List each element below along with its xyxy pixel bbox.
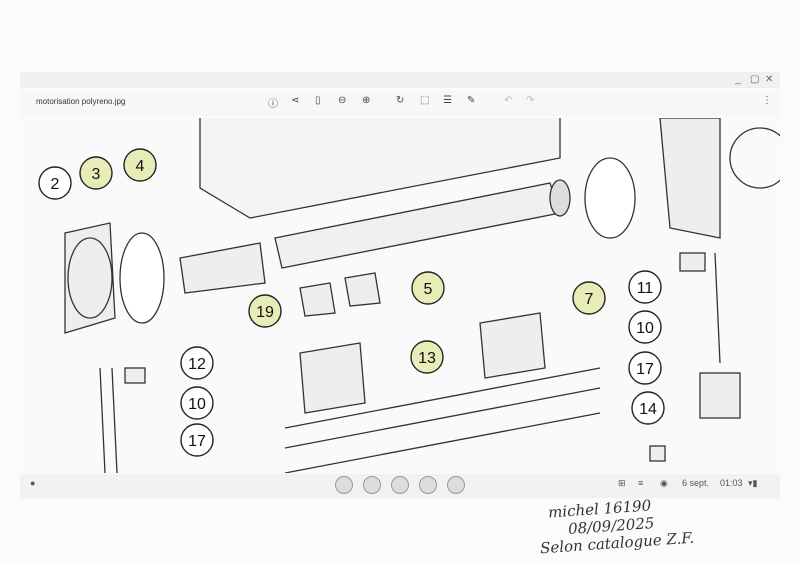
callout-circle [628, 270, 662, 304]
share-icon[interactable]: ⋖ [291, 95, 300, 106]
callout-13: 13 [410, 340, 444, 374]
callout-label: 19 [256, 304, 274, 321]
callout-circle [572, 281, 606, 315]
callout-circle [180, 346, 214, 380]
info-icon[interactable]: ⓘ [268, 99, 278, 110]
undo-icon[interactable]: ↶ [504, 95, 513, 106]
callout-circle [38, 166, 72, 200]
callout-label: 7 [585, 291, 594, 308]
callout-circle [631, 391, 665, 425]
gallery-app-icon[interactable] [447, 476, 465, 494]
callout-label: 17 [188, 433, 206, 450]
rotate-icon[interactable]: ↻ [396, 95, 405, 106]
shelf-date[interactable]: 6 sept. [682, 478, 710, 488]
launcher-button[interactable]: ● [30, 478, 36, 488]
callout-14: 14 [631, 391, 665, 425]
roller-box [199, 118, 561, 219]
handwritten-source: Selon catalogue Z.F. [539, 528, 695, 558]
right-bracket [659, 118, 721, 239]
callout-label: 14 [639, 401, 657, 418]
plate-3 [119, 232, 165, 324]
callout-label: 2 [51, 176, 60, 193]
callout-5: 5 [411, 271, 445, 305]
shelf-time[interactable]: 01:03 [720, 478, 743, 488]
left-bracket [64, 222, 116, 334]
callout-label: 13 [418, 350, 436, 367]
clip-13b [479, 312, 546, 379]
annotate-icon[interactable]: ✎ [467, 95, 476, 106]
callout-label: 11 [637, 280, 654, 297]
youtube-app-icon[interactable] [419, 476, 437, 494]
parts-diagram: 234567897111017141210171319 [38, 118, 780, 473]
callout-circle [628, 351, 662, 385]
callout-7: 7 [572, 281, 606, 315]
viewer-titlebar: motorisation polyreno.jpg ⓘ ⋖ ▯ ⊖ ⊕ ↻ ⬚ … [20, 90, 780, 116]
adjust-icon[interactable]: ☰ [443, 95, 452, 106]
play-store-icon[interactable] [363, 476, 381, 494]
crop-icon[interactable]: ⬚ [420, 95, 430, 106]
adapter-19 [299, 282, 336, 317]
redo-icon[interactable]: ↷ [526, 95, 535, 106]
close-button[interactable]: ✕ [765, 74, 774, 85]
callout-circle [628, 310, 662, 344]
callout-12: 12 [180, 346, 214, 380]
minimize-button[interactable]: _ [735, 74, 741, 85]
callout-circle [180, 423, 214, 457]
file-name: motorisation polyreno.jpg [36, 97, 126, 106]
callout-19: 19 [248, 294, 282, 328]
callout-circle [248, 294, 282, 328]
callout-10: 10 [628, 310, 662, 344]
top-strip [20, 72, 780, 88]
chrome-app-icon[interactable] [335, 476, 353, 494]
callout-label: 5 [424, 281, 433, 298]
clipboard-icon[interactable]: ⊞ [618, 478, 626, 488]
clip-13a [299, 342, 366, 414]
callout-circle [123, 148, 157, 182]
more-icon[interactable]: ⋮ [762, 95, 772, 106]
callout-17: 17 [180, 423, 214, 457]
system-shelf: ● ⊞ ≡ ◉ 6 sept. 01:03 ▾▮ [20, 474, 780, 498]
callout-label: 4 [136, 158, 145, 175]
wifi-icon[interactable]: ▾▮ [748, 478, 758, 488]
callout-4: 4 [123, 148, 157, 182]
plate-8 [584, 157, 636, 239]
callout-11: 11 [628, 270, 662, 304]
image-canvas: 234567897111017141210171319 [20, 118, 780, 473]
maximize-button[interactable]: ▢ [750, 74, 760, 85]
motor-4 [179, 242, 266, 294]
callout-circle [180, 386, 214, 420]
callout-17: 17 [628, 351, 662, 385]
callout-10: 10 [180, 386, 214, 420]
callout-label: 3 [92, 166, 101, 183]
callout-label: 10 [636, 320, 654, 337]
delete-icon[interactable]: ▯ [315, 95, 321, 106]
zoom-in-icon[interactable]: ⊕ [362, 95, 371, 106]
tote-icon[interactable]: ≡ [638, 478, 644, 488]
callout-label: 10 [188, 396, 206, 413]
callout-circle [411, 271, 445, 305]
callout-circle [410, 340, 444, 374]
account-icon[interactable]: ◉ [660, 478, 668, 488]
callout-label: 17 [636, 361, 654, 378]
callout-3: 3 [79, 156, 113, 190]
callout-label: 12 [188, 356, 206, 373]
callout-circle [79, 156, 113, 190]
callout-2: 2 [38, 166, 72, 200]
zoom-out-icon[interactable]: ⊖ [338, 95, 347, 106]
files-app-icon[interactable] [391, 476, 409, 494]
